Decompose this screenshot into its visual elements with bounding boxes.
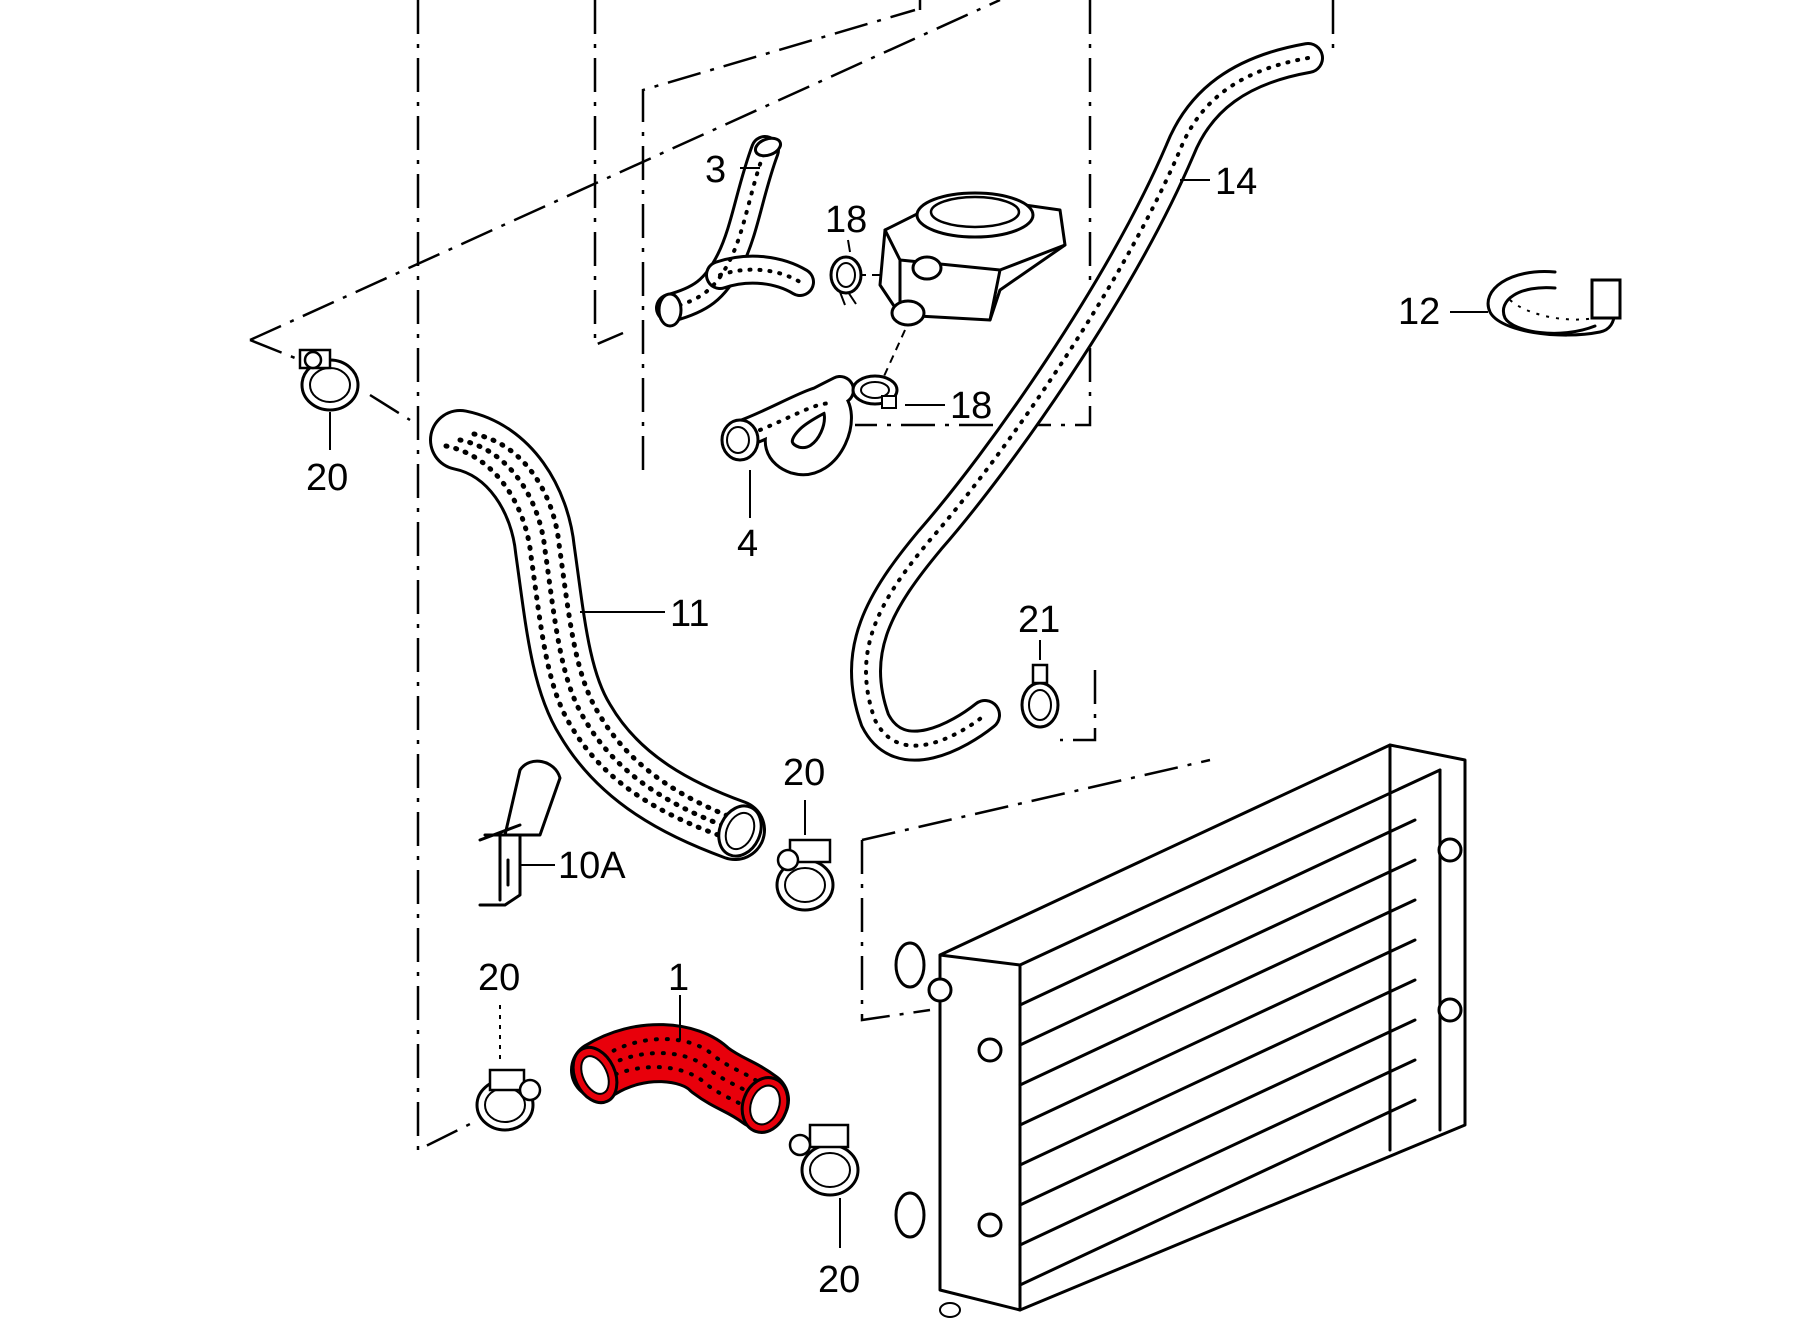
callout-20-topleft: 20 <box>306 457 348 499</box>
radiator[interactable] <box>894 743 1467 1318</box>
expansion-tank[interactable] <box>830 191 1067 386</box>
callout-3: 3 <box>705 149 726 191</box>
part-18-clamp-upper[interactable] <box>829 255 863 306</box>
callout-18-top: 18 <box>825 199 867 241</box>
radiator-mounting-bolts <box>927 837 1463 1238</box>
part-20-clamp-mid[interactable] <box>775 838 835 912</box>
part-3-y-hose[interactable] <box>655 135 815 328</box>
part-18-clamp-lower[interactable] <box>851 374 899 409</box>
callout-18-mid: 18 <box>950 385 992 427</box>
callout-4: 4 <box>737 523 758 565</box>
callout-21: 21 <box>1018 599 1060 641</box>
radiator-inlet-outlet-necks <box>894 941 961 1318</box>
assembly-guide-lines <box>249 0 1335 1153</box>
part-12-band-clamp[interactable] <box>1486 270 1622 337</box>
part-21-clamp[interactable] <box>1020 663 1060 729</box>
part-4-short-hose[interactable] <box>720 375 855 477</box>
part-20-clamp-bottomleft[interactable] <box>475 1068 542 1132</box>
callout-10a: 10A <box>558 845 626 887</box>
callout-20-mid: 20 <box>783 752 825 794</box>
part-20-clamp-topleft[interactable] <box>298 348 360 412</box>
part-10a-bracket[interactable] <box>478 759 562 907</box>
part-11-upper-radiator-hose[interactable] <box>429 409 769 863</box>
callout-14: 14 <box>1215 161 1257 203</box>
callout-leader-lines <box>329 167 1488 1248</box>
callout-12: 12 <box>1398 291 1440 333</box>
callout-1: 1 <box>668 957 689 999</box>
part-20-clamp-bottom[interactable] <box>788 1123 860 1197</box>
radiator-core-fins <box>1018 818 1417 1287</box>
callout-labels: 3 18 18 4 11 12 14 20 10A 21 20 20 1 20 <box>306 149 1440 1301</box>
callout-20-bottom: 20 <box>818 1259 860 1301</box>
callout-20-bottomleft: 20 <box>478 957 520 999</box>
part-1-lower-hose-highlighted[interactable] <box>565 1023 796 1139</box>
part-14-long-hose[interactable] <box>850 42 1324 762</box>
callout-11: 11 <box>670 593 709 635</box>
